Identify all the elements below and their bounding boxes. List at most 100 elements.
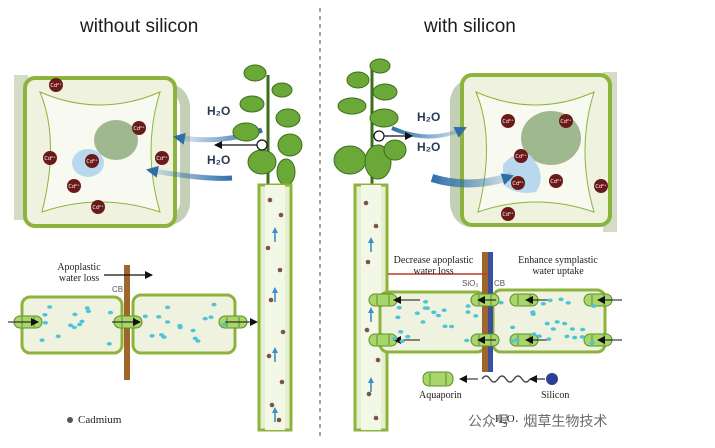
- h2o-label-right-1: H₂O: [417, 110, 441, 124]
- left-panel-title: without silicon: [80, 16, 199, 37]
- water-molecule: [465, 310, 471, 314]
- water-molecule: [202, 316, 208, 321]
- cadmium-ion: [559, 114, 573, 128]
- water-molecule: [399, 339, 405, 344]
- silicon-icon: [546, 373, 558, 385]
- water-molecule: [550, 327, 556, 331]
- water-molecule: [441, 308, 447, 313]
- water-molecule: [211, 302, 217, 307]
- stem-cadmium: [276, 417, 282, 423]
- water-molecule: [208, 315, 214, 320]
- water-molecule: [55, 334, 61, 339]
- water-molecule: [579, 335, 585, 339]
- right-casparian-band: [482, 252, 488, 372]
- cadmium-ion: [155, 151, 169, 165]
- stem-cadmium: [266, 353, 272, 359]
- cadmium-label: Cadmium: [78, 414, 122, 426]
- h2o-legend-label: H₂O: [495, 413, 515, 425]
- water-molecule: [442, 324, 448, 329]
- h2o-label-left-2: H₂O: [207, 153, 231, 167]
- right-root-arrows: [393, 296, 622, 344]
- water-molecule: [85, 309, 91, 314]
- cadmium-ion-label: Cd²⁺: [50, 83, 62, 89]
- water-molecule: [398, 330, 404, 334]
- silica-band: [488, 252, 493, 372]
- cadmium-ion: [49, 78, 63, 92]
- water-molecule: [42, 313, 48, 317]
- water-molecule: [424, 306, 430, 311]
- aquaporin-label: Aquaporin: [419, 390, 462, 401]
- stem-cadmium: [373, 415, 379, 421]
- water-molecule: [47, 305, 53, 309]
- water-molecule: [547, 298, 553, 303]
- stem-cadmium: [277, 267, 283, 273]
- water-molecule: [530, 310, 536, 315]
- water-molecule: [68, 323, 74, 328]
- cadmium-ion-label: Cd²⁺: [92, 205, 104, 211]
- cadmium-ion: [514, 149, 528, 163]
- cadmium-ion: [501, 207, 515, 221]
- water-molecule: [190, 328, 196, 333]
- cadmium-ion-label: Cd²⁺: [44, 156, 56, 162]
- water-molecule: [391, 336, 398, 341]
- cadmium-ion-label: Cd²⁺: [133, 126, 145, 132]
- water-molecule: [161, 335, 167, 339]
- cadmium-ion-label: Cd²⁺: [515, 154, 527, 160]
- water-molecule: [591, 304, 597, 308]
- water-molecule: [562, 321, 568, 326]
- water-molecule: [72, 312, 78, 317]
- cadmium-ion: [132, 121, 146, 135]
- stem-cadmium: [278, 212, 284, 218]
- water-molecule: [42, 321, 49, 325]
- water-molecule: [569, 327, 576, 331]
- water-molecule: [177, 323, 183, 328]
- cadmium-ion-label: Cd²⁺: [560, 119, 572, 125]
- apoplastic-loss-label: Apoplastic water loss: [57, 262, 101, 284]
- cadmium-ion: [91, 200, 105, 214]
- water-molecule: [423, 300, 429, 304]
- left-xylem-stem: [257, 183, 293, 432]
- cadmium-ion-label: Cd²⁺: [86, 159, 98, 165]
- water-molecule: [540, 301, 546, 306]
- water-molecule: [79, 319, 85, 324]
- stem-cadmium: [375, 357, 381, 363]
- stem-cadmium: [280, 329, 286, 335]
- cadmium-ion: [85, 154, 99, 168]
- water-molecule: [71, 325, 77, 330]
- silicon-label: Silicon: [541, 390, 570, 401]
- cadmium-ion-label: Cd²⁺: [512, 181, 524, 187]
- stem-cadmium: [366, 391, 372, 397]
- sio2-label: SiO₂: [462, 279, 479, 288]
- aquaporin-legend: [422, 371, 558, 387]
- left-plant: [214, 64, 303, 188]
- water-molecule: [509, 325, 516, 330]
- water-molecule: [546, 337, 552, 341]
- right-water-flow-arrows: [391, 126, 514, 188]
- watermark: 公众号 · 烟草生物技术: [468, 414, 608, 430]
- stem-cadmium: [365, 259, 371, 265]
- cadmium-ion: [501, 114, 515, 128]
- water-molecule: [435, 313, 441, 318]
- cadmium-ion-label: Cd²⁺: [550, 179, 562, 185]
- water-molecule: [544, 321, 550, 326]
- water-molecule: [589, 340, 595, 345]
- aquaporin-channel: [368, 333, 398, 347]
- water-molecule: [420, 320, 426, 324]
- stem-cadmium: [267, 197, 273, 203]
- water-molecule: [565, 301, 571, 305]
- water-molecule: [464, 338, 470, 343]
- water-molecule: [39, 338, 45, 343]
- enhance-symplastic-label: Enhance symplastic water uptake: [518, 255, 598, 277]
- h2o-label-left-1: H₂O: [207, 104, 231, 118]
- cadmium-ion-label: Cd²⁺: [502, 212, 514, 218]
- water-molecule: [572, 335, 578, 340]
- water-molecule: [107, 310, 114, 315]
- water-molecule: [395, 315, 401, 320]
- water-molecule: [195, 339, 201, 343]
- right-plant: [333, 58, 413, 188]
- water-molecule: [431, 310, 437, 315]
- water-molecule: [84, 306, 90, 310]
- water-molecule: [221, 323, 227, 327]
